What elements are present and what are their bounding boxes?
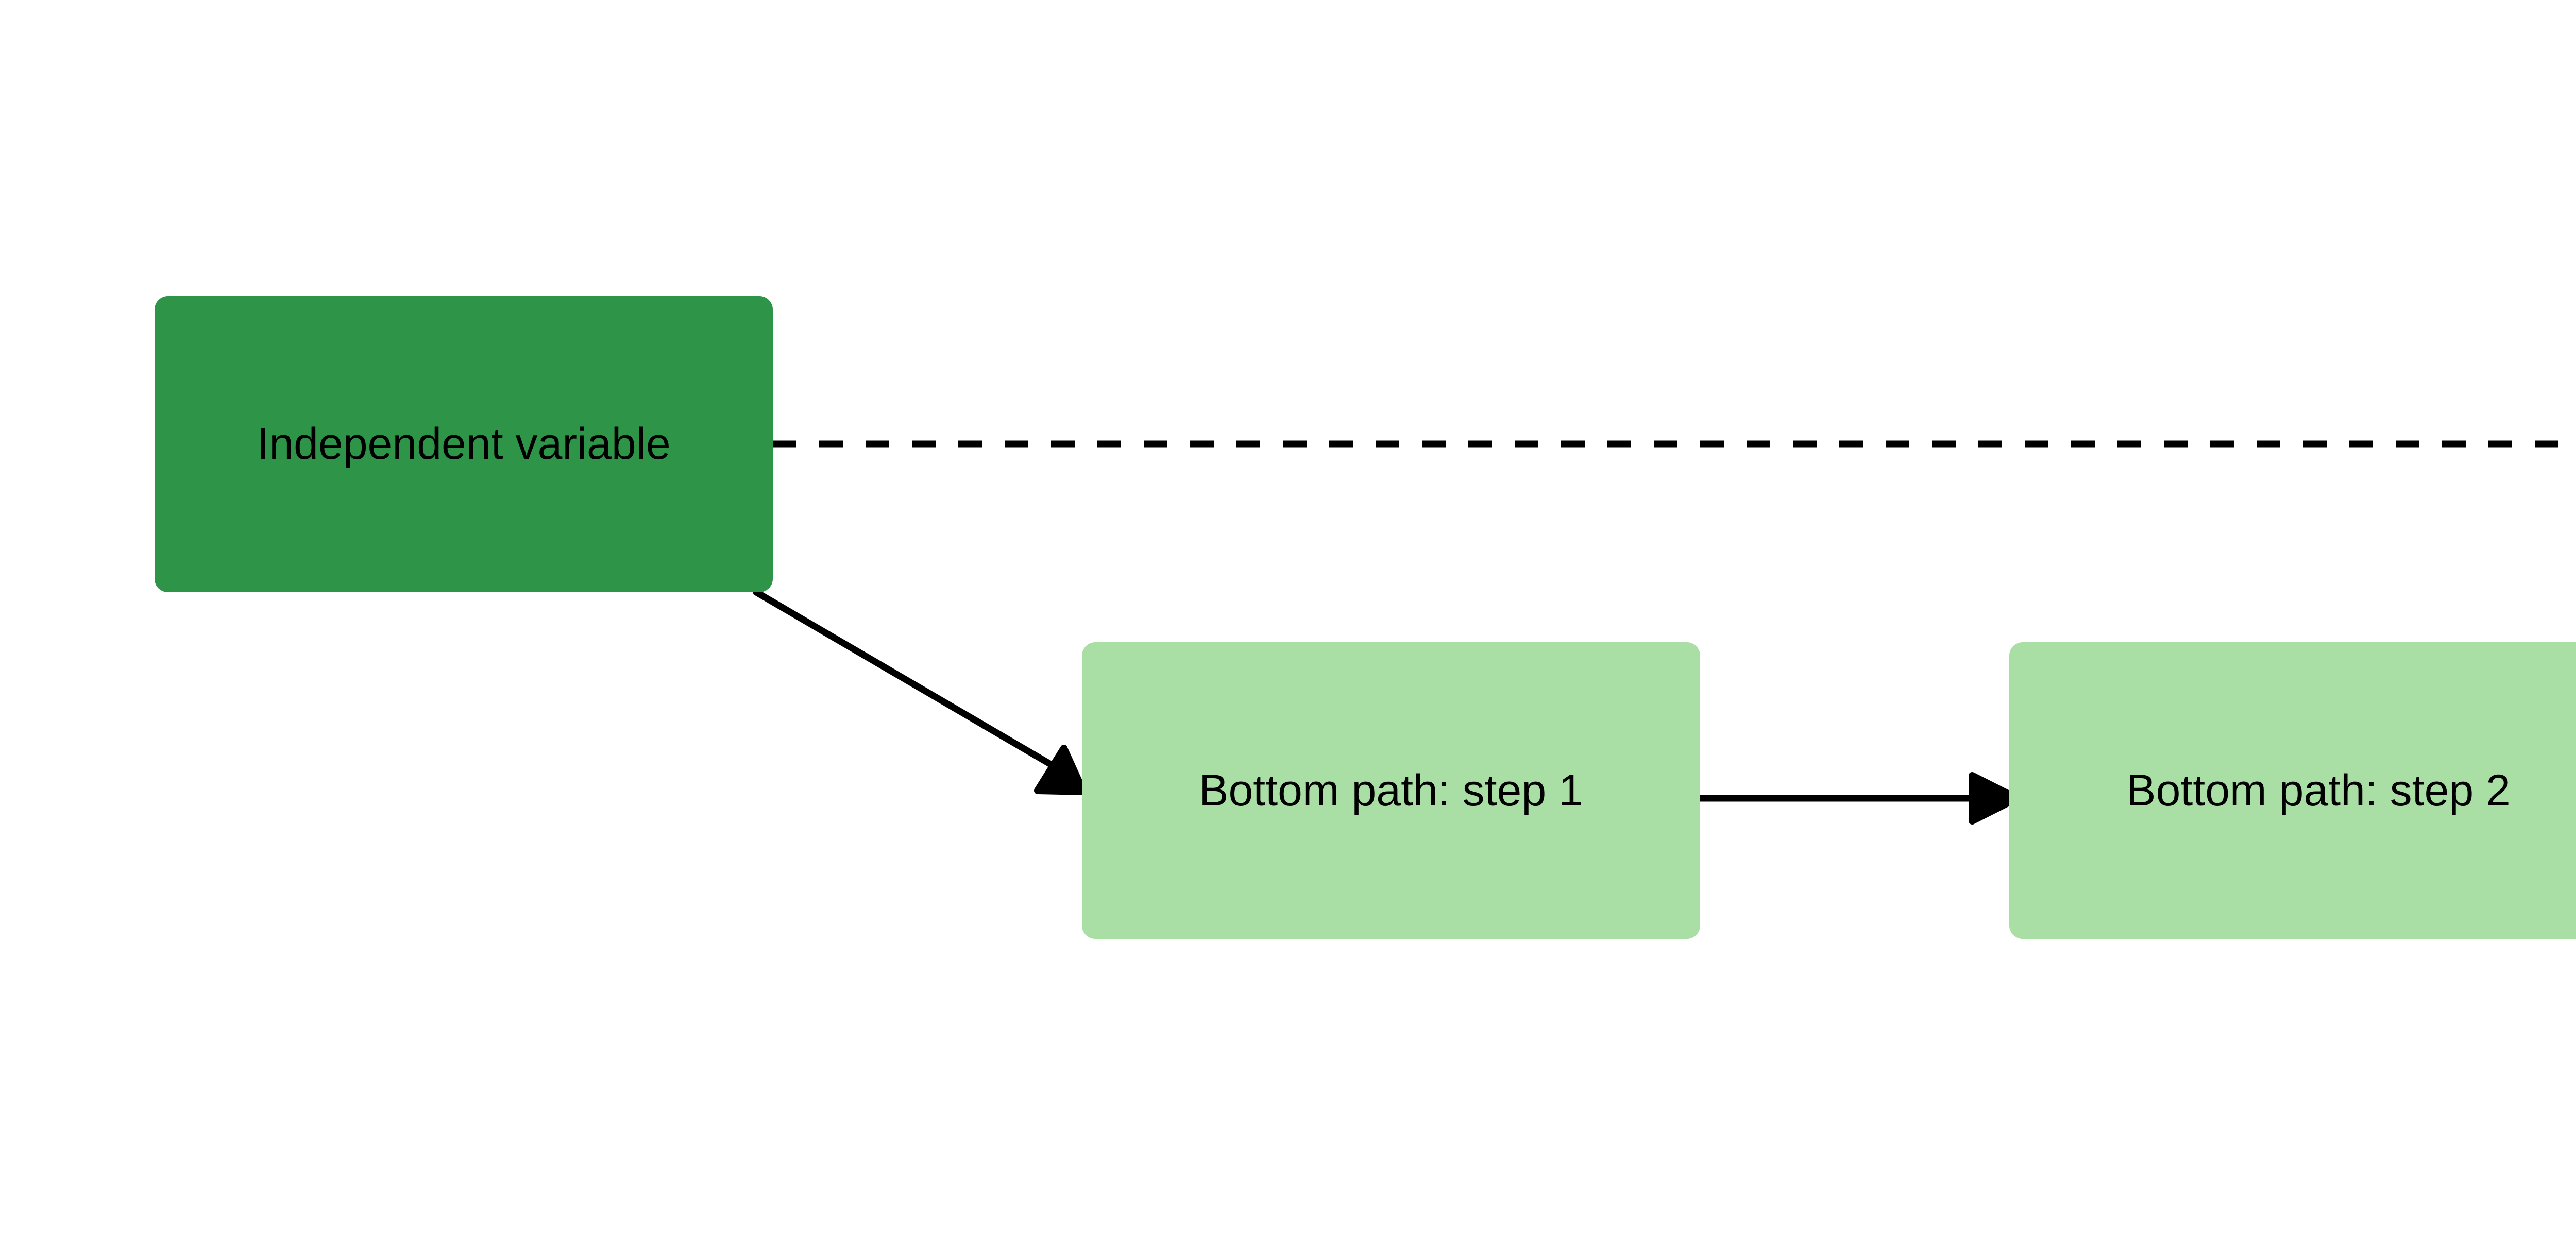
node-bottom-path-step-2-label: Bottom path: step 2 xyxy=(2126,765,2511,815)
node-bottom-path-step-2[interactable]: Bottom path: step 2 xyxy=(2009,642,2576,939)
node-independent-variable-label: Independent variable xyxy=(257,419,671,469)
node-bottom-path-step-1[interactable]: Bottom path: step 1 xyxy=(1082,642,1700,939)
edge-step1-to-step2[interactable] xyxy=(1699,772,2021,825)
edge-independent-to-step1-line xyxy=(753,589,1064,774)
edge-independent-to-step1-arrowhead xyxy=(1034,745,1087,795)
node-bottom-path-step-1-label: Bottom path: step 1 xyxy=(1199,765,1583,815)
edge-independent-to-step1[interactable] xyxy=(753,589,1087,795)
edge-independent-to-dependent[interactable] xyxy=(773,421,2576,467)
node-independent-variable[interactable]: Independent variable xyxy=(155,296,773,592)
edge-step1-to-step2-arrowhead xyxy=(1969,772,2021,825)
